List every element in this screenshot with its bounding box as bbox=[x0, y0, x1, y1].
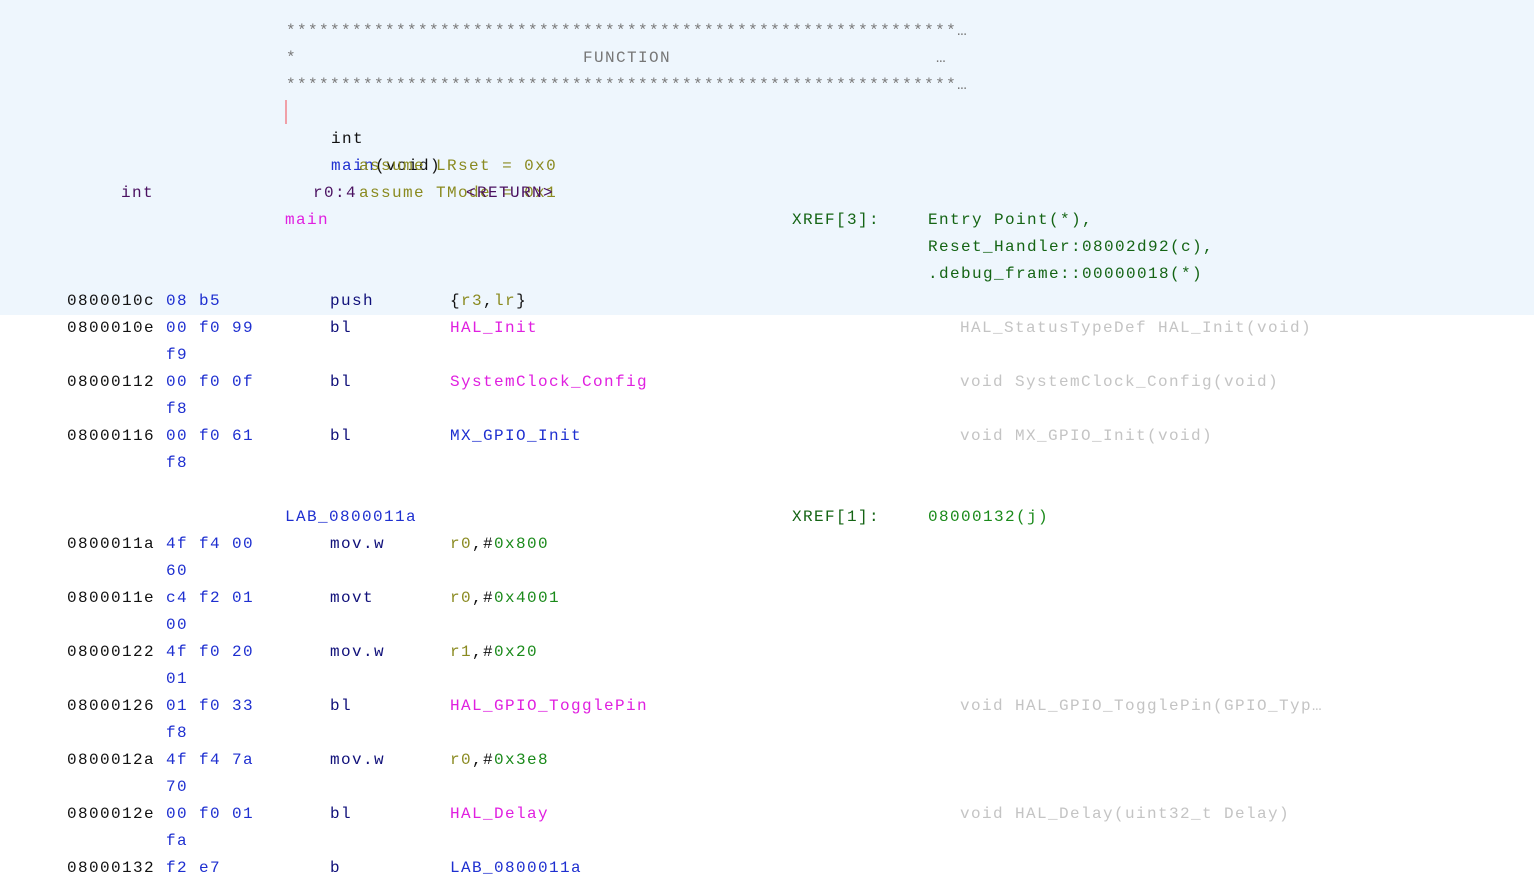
instruction-operand[interactable]: MX_GPIO_Init bbox=[450, 427, 583, 445]
instruction-mnemonic[interactable]: bl bbox=[330, 427, 353, 445]
instruction-address[interactable]: 0800012a bbox=[67, 751, 156, 769]
instruction-operand[interactable]: HAL_GPIO_TogglePin bbox=[450, 697, 649, 715]
xref-label: XREF[3]: bbox=[792, 211, 881, 229]
instruction-mnemonic[interactable]: movt bbox=[330, 589, 375, 607]
banner-left: * bbox=[286, 49, 298, 67]
instruction-bytes: fa bbox=[166, 832, 189, 850]
text-cursor bbox=[285, 100, 287, 124]
banner-stars-bottom: ****************************************… bbox=[286, 76, 969, 94]
instruction-bytes: 01 f0 33 bbox=[166, 697, 255, 715]
instruction-address[interactable]: 0800010e bbox=[67, 319, 156, 337]
banner-right: … bbox=[936, 49, 948, 67]
instruction-mnemonic[interactable]: mov.w bbox=[330, 751, 386, 769]
instruction-bytes: 00 f0 99 bbox=[166, 319, 255, 337]
signature-function-name[interactable]: main bbox=[331, 157, 376, 175]
instruction-mnemonic[interactable]: b bbox=[330, 859, 342, 877]
banner-stars-top: ****************************************… bbox=[286, 22, 969, 40]
xref-entry[interactable]: .debug_frame::00000018(*) bbox=[928, 265, 1204, 283]
assume-line: assume LRset = 0x0 bbox=[359, 157, 558, 175]
instruction-bytes: 00 f0 0f bbox=[166, 373, 255, 391]
instruction-bytes: 4f f4 00 bbox=[166, 535, 255, 553]
instruction-address[interactable]: 08000112 bbox=[67, 373, 156, 391]
instruction-operand[interactable]: HAL_Delay bbox=[450, 805, 550, 823]
xref-entry[interactable]: Reset_Handler:08002d92(c), bbox=[928, 238, 1215, 256]
instruction-bytes: c4 f2 01 bbox=[166, 589, 255, 607]
instruction-address[interactable]: 0800011a bbox=[67, 535, 156, 553]
instruction-operand[interactable]: r1,#0x20 bbox=[450, 643, 539, 661]
instruction-address[interactable]: 0800012e bbox=[67, 805, 156, 823]
instruction-mnemonic[interactable]: bl bbox=[330, 319, 353, 337]
instruction-mnemonic[interactable]: bl bbox=[330, 697, 353, 715]
instruction-mnemonic[interactable]: mov.w bbox=[330, 643, 386, 661]
instruction-address[interactable]: 0800011e bbox=[67, 589, 156, 607]
xref-entry[interactable]: 08000132(j) bbox=[928, 508, 1050, 526]
instruction-bytes: f8 bbox=[166, 724, 189, 742]
instruction-address[interactable]: 08000116 bbox=[67, 427, 156, 445]
instruction-operand[interactable]: r0,#0x4001 bbox=[450, 589, 561, 607]
plate-comment: void SystemClock_Config(void) bbox=[960, 373, 1280, 391]
instruction-bytes: 4f f4 7a bbox=[166, 751, 255, 769]
plate-comment: void HAL_GPIO_TogglePin(GPIO_Typ… bbox=[960, 697, 1324, 715]
function-label[interactable]: main bbox=[285, 211, 330, 229]
instruction-address[interactable]: 08000132 bbox=[67, 859, 156, 877]
instruction-bytes: 4f f0 20 bbox=[166, 643, 255, 661]
instruction-bytes: 00 f0 61 bbox=[166, 427, 255, 445]
instruction-bytes: f8 bbox=[166, 400, 189, 418]
plate-comment: HAL_StatusTypeDef HAL_Init(void) bbox=[960, 319, 1313, 337]
instruction-bytes: 00 f0 01 bbox=[166, 805, 255, 823]
instruction-bytes: 08 b5 bbox=[166, 292, 222, 310]
assume-line: assume TMode = 0x1 bbox=[359, 184, 558, 202]
instruction-bytes: f8 bbox=[166, 454, 189, 472]
instruction-mnemonic[interactable]: bl bbox=[330, 805, 353, 823]
instruction-bytes: 60 bbox=[166, 562, 189, 580]
instruction-operand[interactable]: {r3,lr} bbox=[450, 292, 528, 310]
instruction-operand[interactable]: r0,#0x800 bbox=[450, 535, 550, 553]
instruction-bytes: f9 bbox=[166, 346, 189, 364]
instruction-address[interactable]: 08000122 bbox=[67, 643, 156, 661]
instruction-operand[interactable]: SystemClock_Config bbox=[450, 373, 649, 391]
instruction-bytes: 01 bbox=[166, 670, 189, 688]
return-type: int bbox=[121, 184, 155, 202]
banner-title: FUNCTION bbox=[583, 49, 672, 67]
signature-return-type: int bbox=[331, 130, 365, 148]
instruction-operand[interactable]: r0,#0x3e8 bbox=[450, 751, 550, 769]
function-signature[interactable]: int main(void) bbox=[287, 99, 441, 175]
signature-params: (void) bbox=[375, 157, 442, 175]
plate-comment: void MX_GPIO_Init(void) bbox=[960, 427, 1214, 445]
instruction-operand[interactable]: HAL_Init bbox=[450, 319, 539, 337]
function-header-highlight bbox=[0, 0, 1534, 315]
code-label[interactable]: LAB_0800011a bbox=[285, 508, 418, 526]
return-name: <RETURN> bbox=[466, 184, 555, 202]
instruction-mnemonic[interactable]: mov.w bbox=[330, 535, 386, 553]
instruction-bytes: 70 bbox=[166, 778, 189, 796]
instruction-bytes: 00 bbox=[166, 616, 189, 634]
instruction-mnemonic[interactable]: push bbox=[330, 292, 375, 310]
instruction-mnemonic[interactable]: bl bbox=[330, 373, 353, 391]
plate-comment: void HAL_Delay(uint32_t Delay) bbox=[960, 805, 1291, 823]
instruction-address[interactable]: 08000126 bbox=[67, 697, 156, 715]
instruction-bytes: f2 e7 bbox=[166, 859, 222, 877]
return-storage: r0:4 bbox=[313, 184, 358, 202]
instruction-operand[interactable]: LAB_0800011a bbox=[450, 859, 583, 877]
xref-label: XREF[1]: bbox=[792, 508, 881, 526]
instruction-address[interactable]: 0800010c bbox=[67, 292, 156, 310]
xref-entry[interactable]: Entry Point(*), bbox=[928, 211, 1094, 229]
